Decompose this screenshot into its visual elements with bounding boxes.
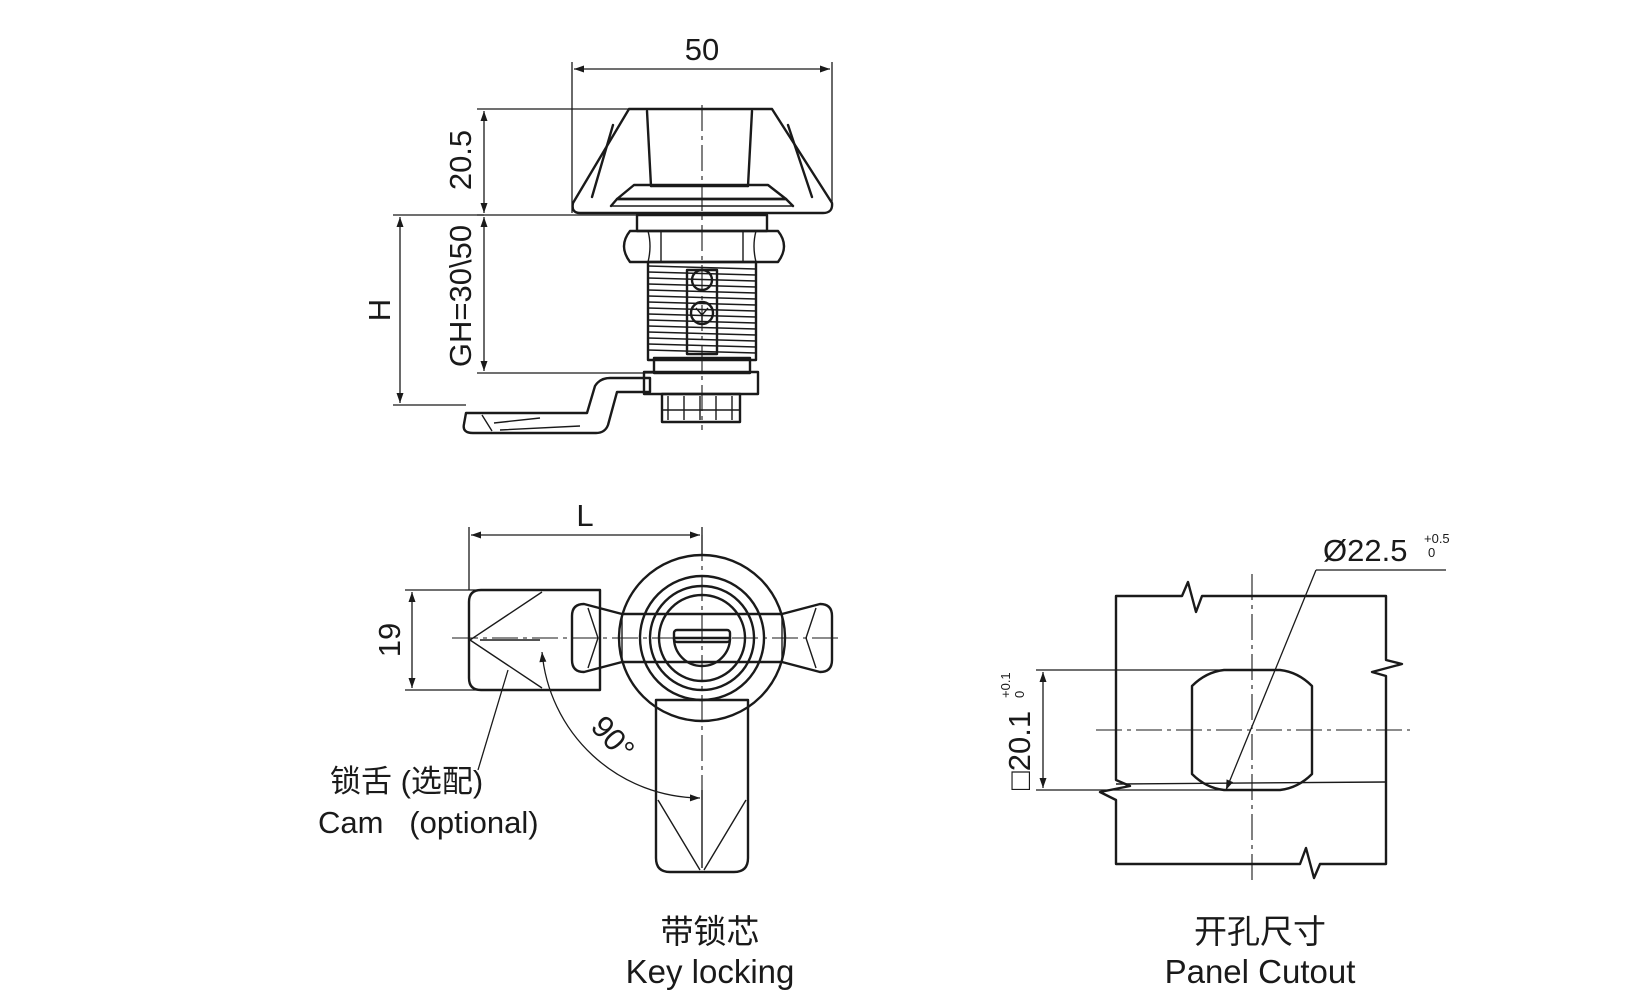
panel-outline xyxy=(1098,580,1404,880)
dim-label-l: L xyxy=(576,498,593,533)
dim-label-square-tol-lower: 0 xyxy=(1012,691,1027,698)
dim-label-50: 50 xyxy=(685,32,719,67)
thread-line xyxy=(647,295,757,300)
thread-line xyxy=(647,325,757,330)
thread-line xyxy=(647,343,757,348)
dim-cam-width: 19 xyxy=(372,589,481,691)
dim-knob-height-20-5: 20.5 xyxy=(443,108,637,216)
cam-leader-line xyxy=(477,669,509,771)
cam-label-en: Cam (optional) xyxy=(318,805,539,840)
caption-key-locking-en: Key locking xyxy=(626,953,795,990)
dim-label-gh: GH=30\50 xyxy=(443,225,478,367)
dim-overall-height: H xyxy=(362,214,484,406)
thread-line xyxy=(647,277,757,282)
front-view: L 19 90° 锁舌 (选配) Cam (optional) 带锁芯 Key … xyxy=(318,498,843,990)
side-view: 50 20.5 GH=30\50 H xyxy=(362,32,834,435)
thread-line xyxy=(647,289,757,294)
cam-label-cn: 锁舌 (选配) xyxy=(330,764,483,799)
dim-label-square: □20.1 xyxy=(1002,711,1037,790)
double-d-hole xyxy=(1190,668,1314,792)
dim-label-90: 90° xyxy=(584,709,641,767)
thread-line xyxy=(647,331,757,336)
dim-width-50: 50 xyxy=(571,32,833,213)
thread-line xyxy=(647,337,757,342)
panel-cutout-view: Ø22.5 +0.5 0 □20.1 +0.1 0 开孔尺寸 Panel Cut… xyxy=(998,531,1450,990)
thread-line xyxy=(647,349,757,354)
thread-line xyxy=(647,301,757,306)
dim-label-square-tol-upper: +0.1 xyxy=(998,672,1013,698)
caption-panel-cutout-cn: 开孔尺寸 xyxy=(1194,913,1326,950)
cam-rotated xyxy=(654,698,750,874)
thread-line xyxy=(647,265,757,270)
dim-label-diameter-tol-upper: +0.5 xyxy=(1424,531,1450,546)
dim-cam-length: L xyxy=(468,498,703,590)
dim-label-diameter: Ø22.5 xyxy=(1323,533,1407,568)
dim-grip-range: GH=30\50 xyxy=(443,217,654,374)
threaded-body xyxy=(642,260,760,424)
t-handle-knob xyxy=(571,107,834,215)
caption-key-locking-cn: 带锁芯 xyxy=(661,913,760,950)
dim-label-h: H xyxy=(362,299,397,321)
hex-nut xyxy=(622,213,786,264)
dim-label-20-5: 20.5 xyxy=(443,130,478,190)
thread-line xyxy=(647,307,757,312)
cam-side xyxy=(462,376,652,435)
dim-label-diameter-tol-lower: 0 xyxy=(1428,545,1435,560)
dim-label-19: 19 xyxy=(372,623,407,657)
caption-panel-cutout-en: Panel Cutout xyxy=(1165,953,1356,990)
thread-line xyxy=(647,271,757,276)
thread-line xyxy=(647,283,757,288)
